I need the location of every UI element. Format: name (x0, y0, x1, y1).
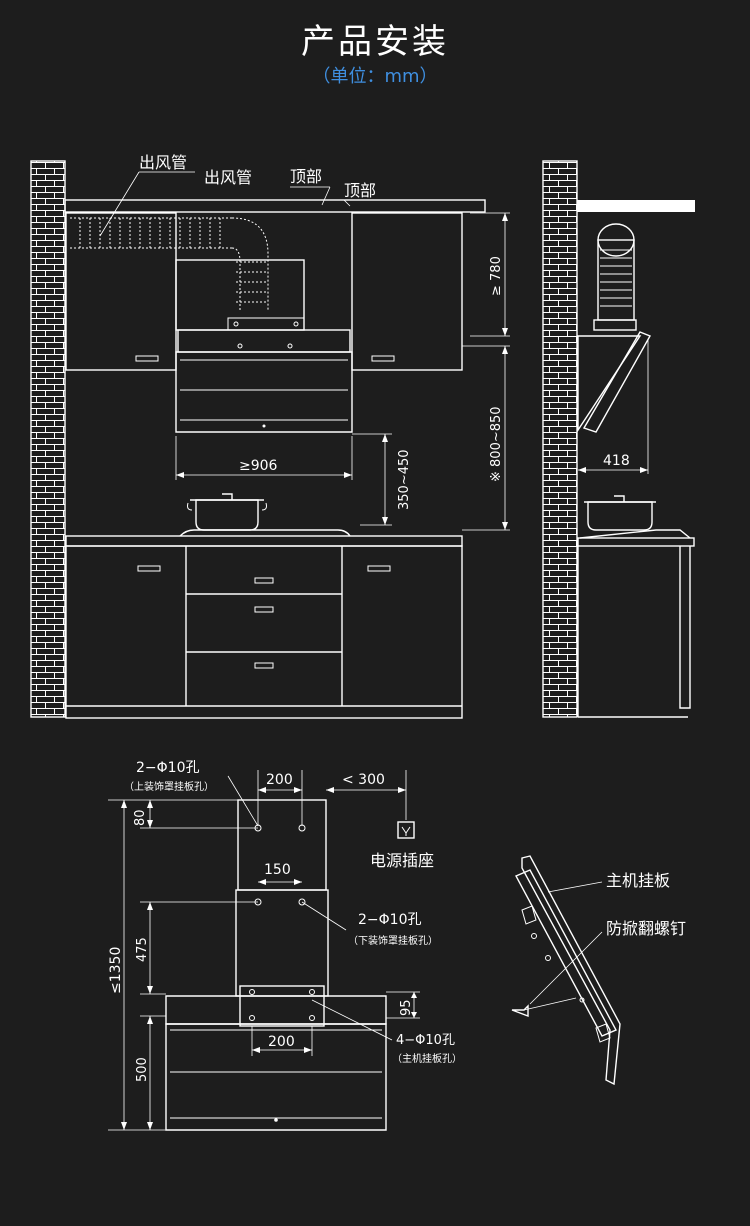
hole-main-label: 4−Φ10孔 (396, 1033, 455, 1048)
main-body-top (165, 995, 387, 1025)
dim-lt300: < 300 (342, 772, 385, 788)
base-cabinet (65, 545, 463, 719)
hood-top-unit (227, 317, 305, 331)
dim-1350: ≤1350 (108, 947, 124, 994)
hole-main-note: （主机挂板孔） (392, 1052, 462, 1065)
wall-plate (521, 855, 621, 1086)
hole-lower-note: （下装饰罩挂板孔） (348, 934, 438, 947)
hob (179, 529, 351, 537)
ceiling-slab (64, 199, 486, 213)
front-view: 出风管 出风管 顶部 顶部 ≥906 350~450 ≥ 780 ※ 800~8… (30, 153, 510, 719)
dim-475: 475 (135, 937, 150, 962)
exhaust-duct (70, 217, 269, 310)
side-view: 418 (542, 160, 695, 718)
cabinet-handle (371, 355, 395, 362)
socket-label: 电源插座 (370, 851, 434, 870)
hood-body (177, 329, 351, 353)
dim-height: ※ 800~850 (489, 406, 504, 482)
dim-500: 500 (135, 1057, 150, 1082)
dim-80: 80 (133, 809, 148, 826)
socket-icon (397, 821, 415, 839)
label-duct: 出风管 (204, 168, 252, 187)
hole-upper-note: （上装饰罩挂板孔） (124, 780, 214, 793)
label-duct: 出风管 (139, 153, 187, 172)
brick-wall (30, 160, 66, 718)
screw (511, 1004, 529, 1018)
main-body (165, 1023, 387, 1131)
countertop (65, 535, 463, 547)
dim-width: ≥906 (239, 458, 278, 474)
ceiling (577, 200, 695, 212)
upper-cabinet-left (65, 212, 177, 371)
lower-cover (235, 889, 329, 997)
dim-hob: 350~450 (397, 449, 412, 510)
pot (187, 493, 267, 531)
hood-enclosure (175, 259, 305, 331)
upper-cabinet-right (351, 212, 463, 371)
dim-95: 95 (399, 999, 414, 1016)
brick-wall (542, 160, 578, 718)
label-plate: 主机挂板 (606, 871, 670, 890)
page-title: 产品安装 (301, 22, 449, 62)
hood-side (577, 335, 642, 433)
dim-200-bottom: 200 (268, 1034, 295, 1050)
cabinet-handle (135, 355, 159, 362)
dim-200-top: 200 (266, 772, 293, 788)
hole-upper-label: 2−Φ10孔 (136, 760, 199, 776)
label-top: 顶部 (290, 167, 322, 186)
dim-150: 150 (264, 862, 291, 878)
hole-lower-label: 2−Φ10孔 (358, 912, 421, 928)
label-screw: 防掀翻螺钉 (606, 919, 686, 938)
unit-subtitle: （单位：mm） (312, 66, 438, 87)
mount-view: 2−Φ10孔 （上装饰罩挂板孔） 200 < 300 电源插座 80 150 2… (108, 760, 462, 1131)
dim-depth: 418 (603, 453, 630, 469)
bracket-view: 主机挂板 防掀翻螺钉 (511, 855, 686, 1086)
label-top: 顶部 (344, 181, 376, 200)
dim-top-gap: ≥ 780 (489, 256, 504, 296)
hood-front-panel (175, 351, 353, 433)
